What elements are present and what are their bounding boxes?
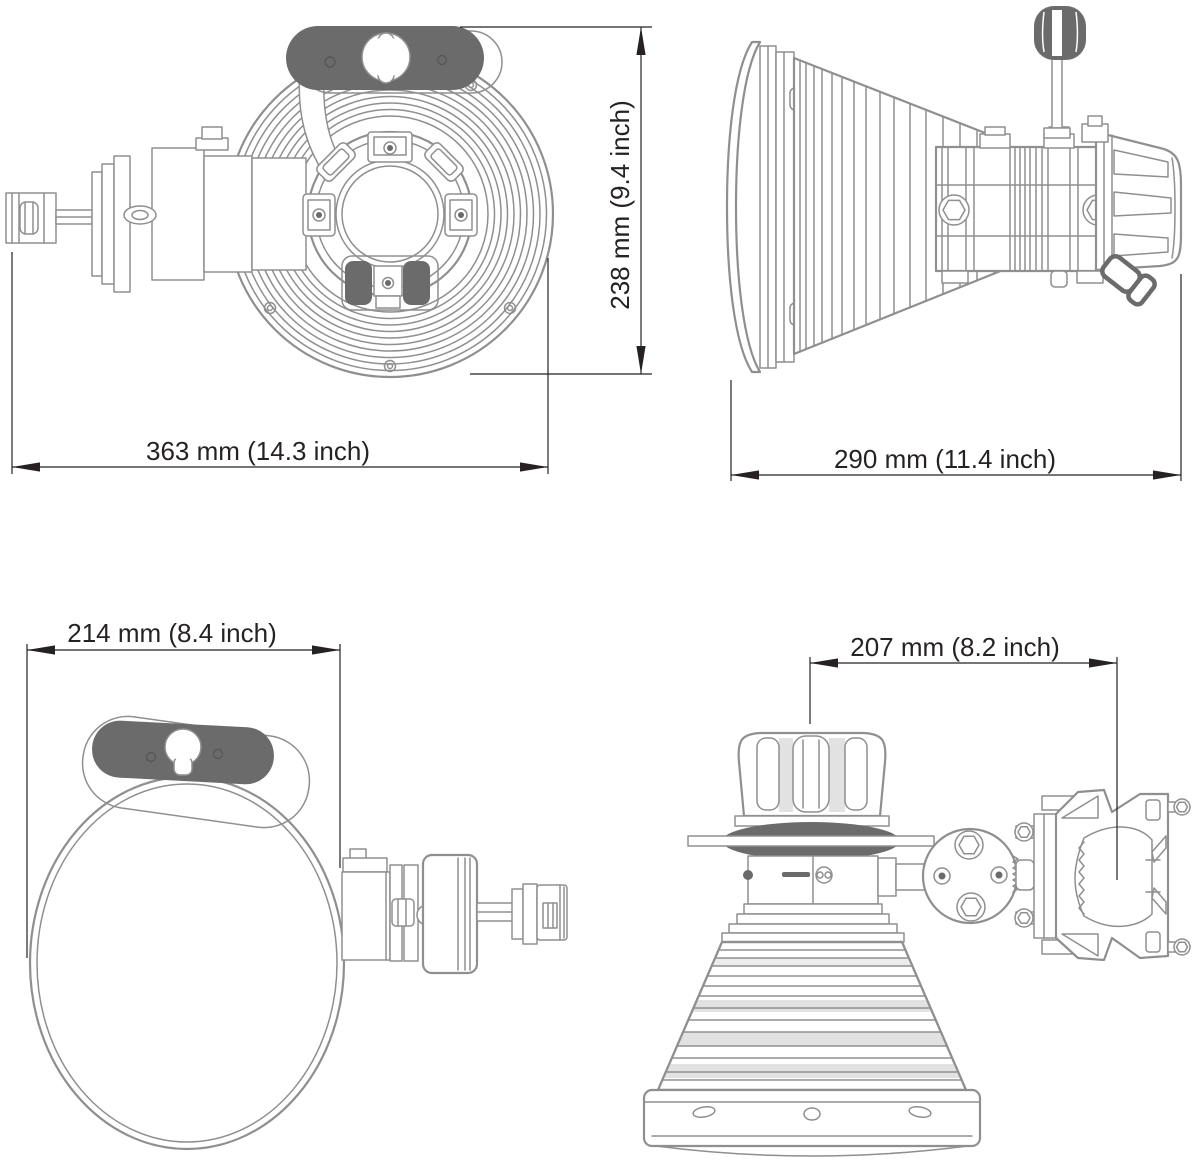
mounting-bracket [341, 848, 568, 975]
carry-handle-top [81, 715, 311, 829]
view-front [5, 26, 555, 379]
power-connector [1100, 254, 1157, 307]
dimension-label: 363 mm (14.3 inch) [146, 436, 370, 466]
keyhole [164, 728, 202, 776]
dimension-label: 290 mm (11.4 inch) [834, 444, 1056, 474]
neck-housing [721, 855, 905, 943]
dimension-label: 207 mm (8.2 inch) [850, 632, 1060, 662]
swivel-joint [877, 827, 1035, 925]
dimension-label: 238 mm (9.4 inch) [605, 100, 635, 310]
rail-clamp [1014, 788, 1191, 962]
flange-plate [687, 835, 935, 847]
rear-cap [1081, 115, 1183, 272]
carry-handle [286, 26, 503, 94]
dimension-label: 214 mm (8.4 inch) [67, 618, 277, 648]
right-slot [424, 142, 464, 182]
dimension-side-width: 290 mm (11.4 inch) [730, 274, 1182, 481]
grip-knob-rear [734, 731, 890, 827]
view-rear [642, 731, 1191, 1157]
ribbed-cone-rear [656, 940, 968, 1092]
collar [687, 822, 935, 860]
top-lug [367, 131, 413, 163]
handle-rod [1034, 6, 1086, 139]
bottom-clamp [341, 255, 439, 311]
yoke-clamp-block [934, 126, 1118, 288]
left-lug [302, 193, 336, 237]
left-slot [316, 142, 356, 182]
dimension-rear-width: 207 mm (8.2 inch) [809, 632, 1118, 880]
bezel-rim-rear [642, 1088, 982, 1157]
view-top [28, 715, 568, 1151]
dimension-top-width: 214 mm (8.4 inch) [26, 618, 341, 958]
view-side [725, 6, 1183, 374]
dimension-front-width: 363 mm (14.3 inch) [11, 252, 549, 474]
dimension-front-height: 238 mm (9.4 inch) [460, 26, 652, 375]
lamp-head-outline [28, 775, 346, 1151]
right-lug [444, 193, 478, 237]
keyhole [361, 32, 411, 84]
lamp-ring-assembly [302, 128, 478, 311]
